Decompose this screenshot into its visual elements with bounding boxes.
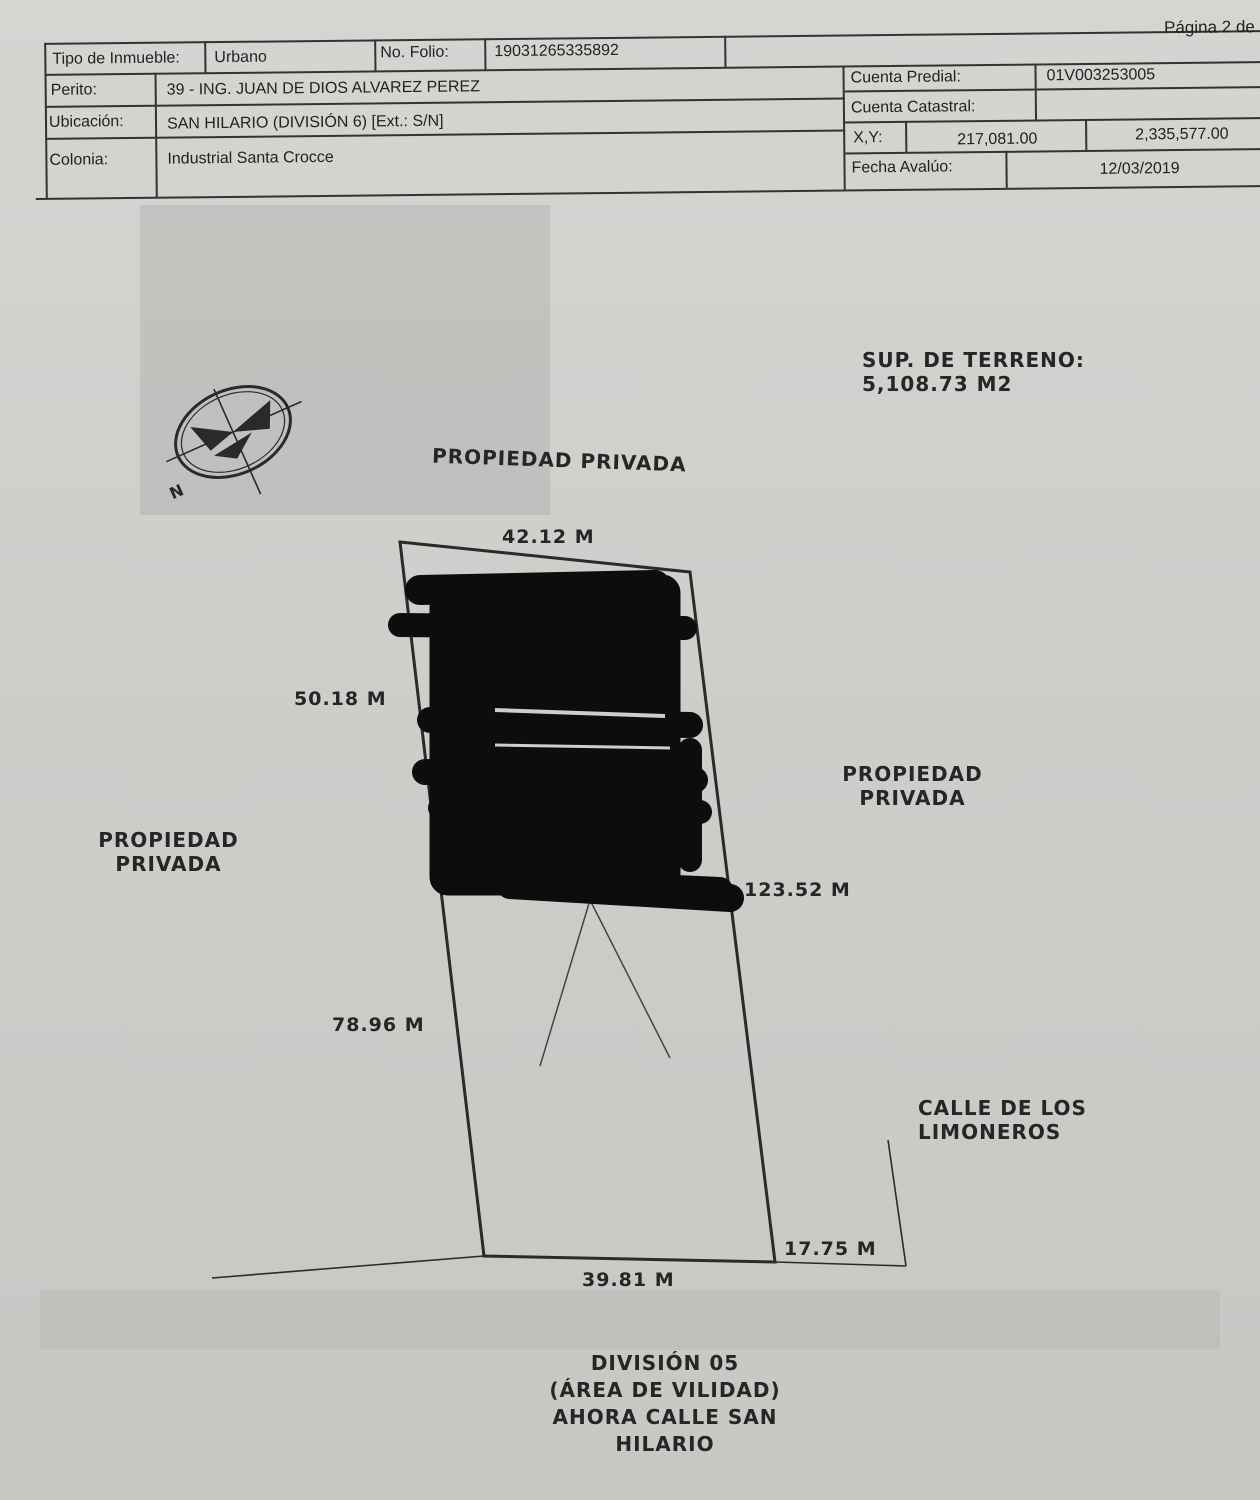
measure-left-upper: 50.18 M xyxy=(294,688,387,710)
surface-area-title: SUP. DE TERRENO: xyxy=(862,348,1085,372)
measure-top: 42.12 M xyxy=(502,526,595,548)
redaction-gap xyxy=(494,708,666,718)
show-through-block xyxy=(140,205,550,515)
street-right-label: CALLE DE LOS LIMONEROS xyxy=(918,1096,1087,1144)
measure-bottom-right: 17.75 M xyxy=(784,1238,877,1260)
interior-line xyxy=(589,899,671,1059)
measure-bottom: 39.81 M xyxy=(582,1269,675,1291)
measure-right: 123.52 M xyxy=(744,879,851,901)
redaction-gap xyxy=(494,743,671,750)
street-line-bottom-right xyxy=(774,1261,907,1267)
street-line-bottom xyxy=(211,1255,485,1279)
street-bottom-label: DIVISIÓN 05 (ÁREA DE VILIDAD) AHORA CALL… xyxy=(549,1351,781,1456)
surface-area-value: 5,108.73 M2 xyxy=(862,372,1013,396)
show-through-block xyxy=(40,1290,1220,1350)
measure-left-lower: 78.96 M xyxy=(332,1014,425,1036)
neighbor-left-label: PROPIEDAD PRIVADA xyxy=(98,828,239,876)
north-arrow-icon xyxy=(165,385,302,495)
street-line-right xyxy=(887,1139,907,1267)
neighbor-right-label: PROPIEDAD PRIVADA xyxy=(842,762,983,810)
redaction-scribble xyxy=(388,570,744,912)
interior-line xyxy=(539,899,591,1067)
surface-area-label: SUP. DE TERRENO: 5,108.73 M2 xyxy=(862,348,1085,396)
